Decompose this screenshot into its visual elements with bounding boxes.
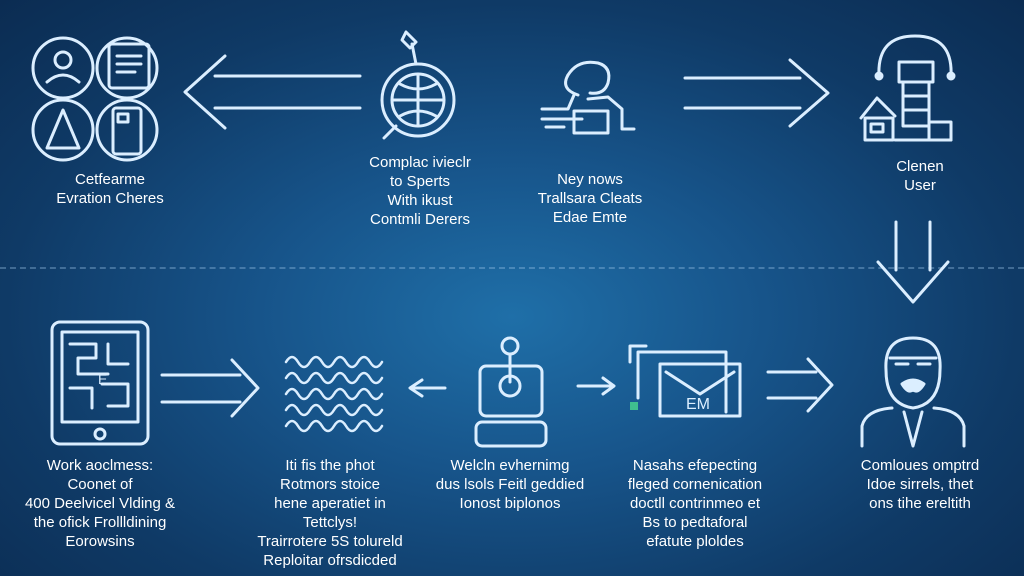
caption-line: fleged cornenication <box>627 476 763 493</box>
caption-line: Reploitar ofrsdicded <box>263 552 397 569</box>
caption-line: With ikust <box>387 192 453 209</box>
person-desk-icon <box>540 60 636 135</box>
caption-bottom-1: Work aoclmess: Coonet of 400 Deelvicel Vld… <box>10 456 190 551</box>
caption-line: Edae Emte <box>552 209 628 226</box>
caption-line: Iti fis the phot <box>285 457 375 474</box>
caption-line: hene aperatiet in <box>274 495 386 512</box>
arrow-right-bottom-3-icon <box>766 357 834 413</box>
arrow-right-bottom-2-icon <box>576 376 616 396</box>
caption-line: Bs to pedtaforal <box>642 514 748 531</box>
arrow-right-top-icon <box>683 58 830 128</box>
caption-line: Ionost biplonos <box>459 495 561 512</box>
email-screen-icon: EM <box>628 344 742 418</box>
caption-line: Comloues omptrd <box>860 457 980 474</box>
caption-line: Cetfearme <box>74 171 146 188</box>
caption-line: Nasahs efepecting <box>632 457 758 474</box>
caption-line: Coonet of <box>67 476 133 493</box>
caption-line: Trairrotere 5S tolureld <box>257 533 403 550</box>
arrow-left-bottom-icon <box>408 378 447 398</box>
caption-line: Trallsara Cleats <box>537 190 643 207</box>
caption-line: ons tihe ereltith <box>869 495 971 512</box>
caption-line: User <box>904 177 936 194</box>
caption-line: Ney nows <box>557 171 623 188</box>
caption-line: Eorowsins <box>65 533 135 550</box>
caption-line: dus lsols Feitl geddied <box>435 476 585 493</box>
caption-line: Contmli Derers <box>369 211 471 228</box>
caption-line: 400 Deelvicel Vlding & <box>24 495 176 512</box>
caption-line: Idoe sirrels, thet <box>866 476 974 493</box>
email-icon-text: EM <box>686 396 710 413</box>
user-avatar-icon <box>860 336 966 448</box>
apps-cluster-icon <box>31 36 159 162</box>
arrow-down-icon <box>876 220 950 304</box>
globe-tag-icon <box>380 30 456 140</box>
tablet-blueprint-icon: E <box>50 320 150 446</box>
caption-line: the ofick Frollldining <box>33 514 167 531</box>
caption-line: Clenen <box>896 158 944 175</box>
caption-line: Work aoclmess: <box>46 457 154 474</box>
row-divider <box>0 267 1024 269</box>
key-terminal-icon <box>474 336 548 448</box>
caption-line: Evration Cheres <box>56 190 164 207</box>
caption-line: doctll contrinmeo et <box>629 495 761 512</box>
caption-line: to Sperts <box>389 173 451 190</box>
caption-line: efatute ploldes <box>646 533 744 550</box>
caption-line: Welcln evhernimg <box>450 457 570 474</box>
user-workstation-icon <box>859 34 956 142</box>
caption-line: Tettclys! <box>302 514 358 531</box>
arrow-right-bottom-1-icon <box>160 358 260 418</box>
caption-line: Complac ivieclr <box>369 154 471 171</box>
caption-line: Rotmors stoice <box>279 476 381 493</box>
caption-bottom-4: Nasahs efepecting fleged cornenication doc… <box>610 456 780 551</box>
data-coils-icon <box>284 355 384 433</box>
arrow-left-top-icon <box>183 54 362 130</box>
svg-text:E: E <box>98 371 107 387</box>
